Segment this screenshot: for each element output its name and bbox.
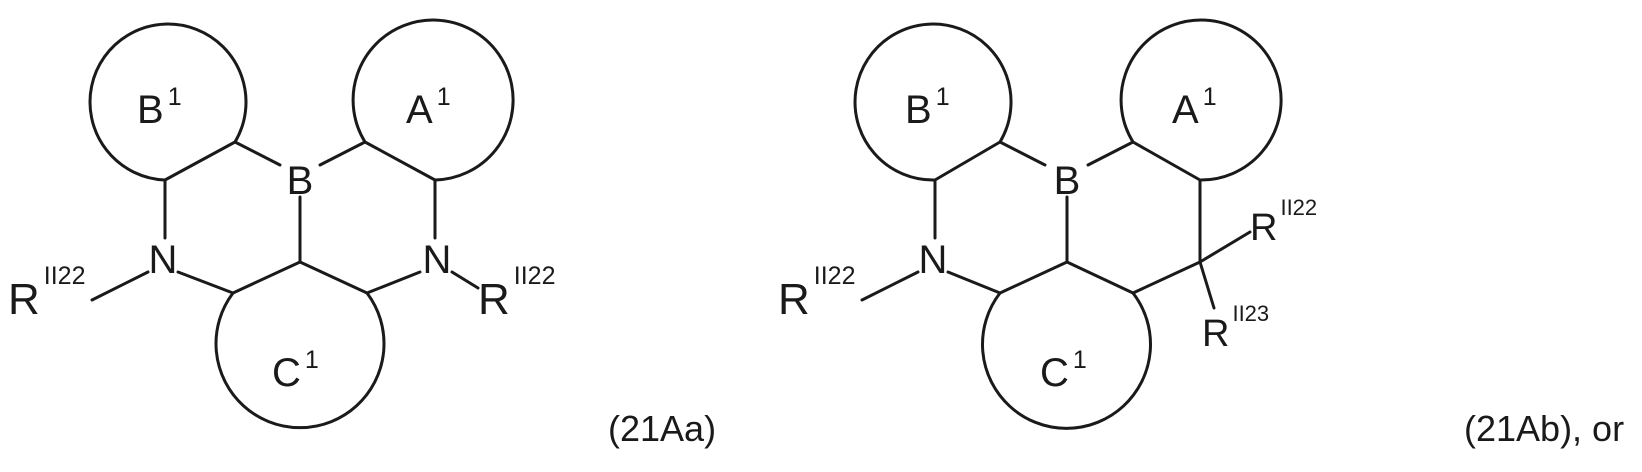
ring-a1-label: A1: [406, 83, 451, 132]
substituent-r-top-2: RII22: [1250, 195, 1317, 249]
bond-b1a-b1b-2: [935, 142, 1000, 180]
substituent-r-left-2: RII22: [778, 262, 855, 324]
bond-nright-r: [452, 272, 478, 288]
nitrogen-right-label: N: [423, 238, 452, 282]
bond-c1b-center-2: [1067, 262, 1133, 293]
bond-center-c1a: [233, 262, 300, 293]
bond-nright-c1b: [367, 272, 420, 293]
bond-boron-a1a: [320, 142, 365, 165]
bond-a1a-a1b: [365, 142, 435, 180]
structure-21Ab: B N B1 A1 C1 RII22 RII22 RII23 (21Ab), o…: [778, 20, 1624, 449]
caption-21Aa: (21Aa): [608, 408, 716, 449]
bond-boron-a1a-2: [1088, 142, 1133, 165]
nitrogen-left-label-2: N: [919, 238, 948, 282]
ring-a1-circle: [353, 20, 513, 180]
substituent-r-right: RII22: [478, 262, 555, 324]
bond-c1b-center: [300, 262, 367, 293]
bond-c1a-nleft-2: [948, 272, 1000, 293]
ring-a1-circle-2: [1121, 20, 1281, 180]
ring-b1-label-2: B1: [905, 83, 950, 132]
ring-b1-label: B1: [137, 83, 182, 132]
ring-c1-label: C1: [272, 346, 319, 395]
structure-21Aa: B N N B1 A1 C1 RII22 RII22 (21Aa): [8, 20, 716, 449]
bond-center-c1a-2: [1000, 262, 1067, 293]
bond-b1b-boron-2: [1000, 142, 1045, 165]
bond-carbon-rtop-2: [1200, 232, 1250, 262]
ring-a1-label-2: A1: [1172, 83, 1217, 132]
boron-atom-label: B: [287, 159, 314, 203]
ring-b1-circle-2: [855, 24, 1011, 180]
ring-c1-label-2: C1: [1040, 346, 1087, 395]
bond-carbon-rbottom-2: [1200, 262, 1214, 308]
substituent-r-bottom-2: RII23: [1202, 301, 1269, 355]
caption-21Ab: (21Ab), or: [1464, 408, 1624, 449]
substituent-r-left: RII22: [8, 262, 85, 324]
bond-b1b-boron: [235, 142, 280, 165]
bond-nleft-r: [92, 272, 148, 300]
bond-nleft-r-2: [862, 272, 918, 300]
nitrogen-left-label: N: [149, 238, 178, 282]
bond-b1a-b1b: [165, 142, 235, 180]
boron-atom-label-2: B: [1054, 159, 1081, 203]
bond-c1a-nleft: [178, 272, 233, 293]
bond-carbon-c1b-2: [1133, 262, 1200, 293]
bond-a1a-a1b-2: [1133, 142, 1200, 180]
